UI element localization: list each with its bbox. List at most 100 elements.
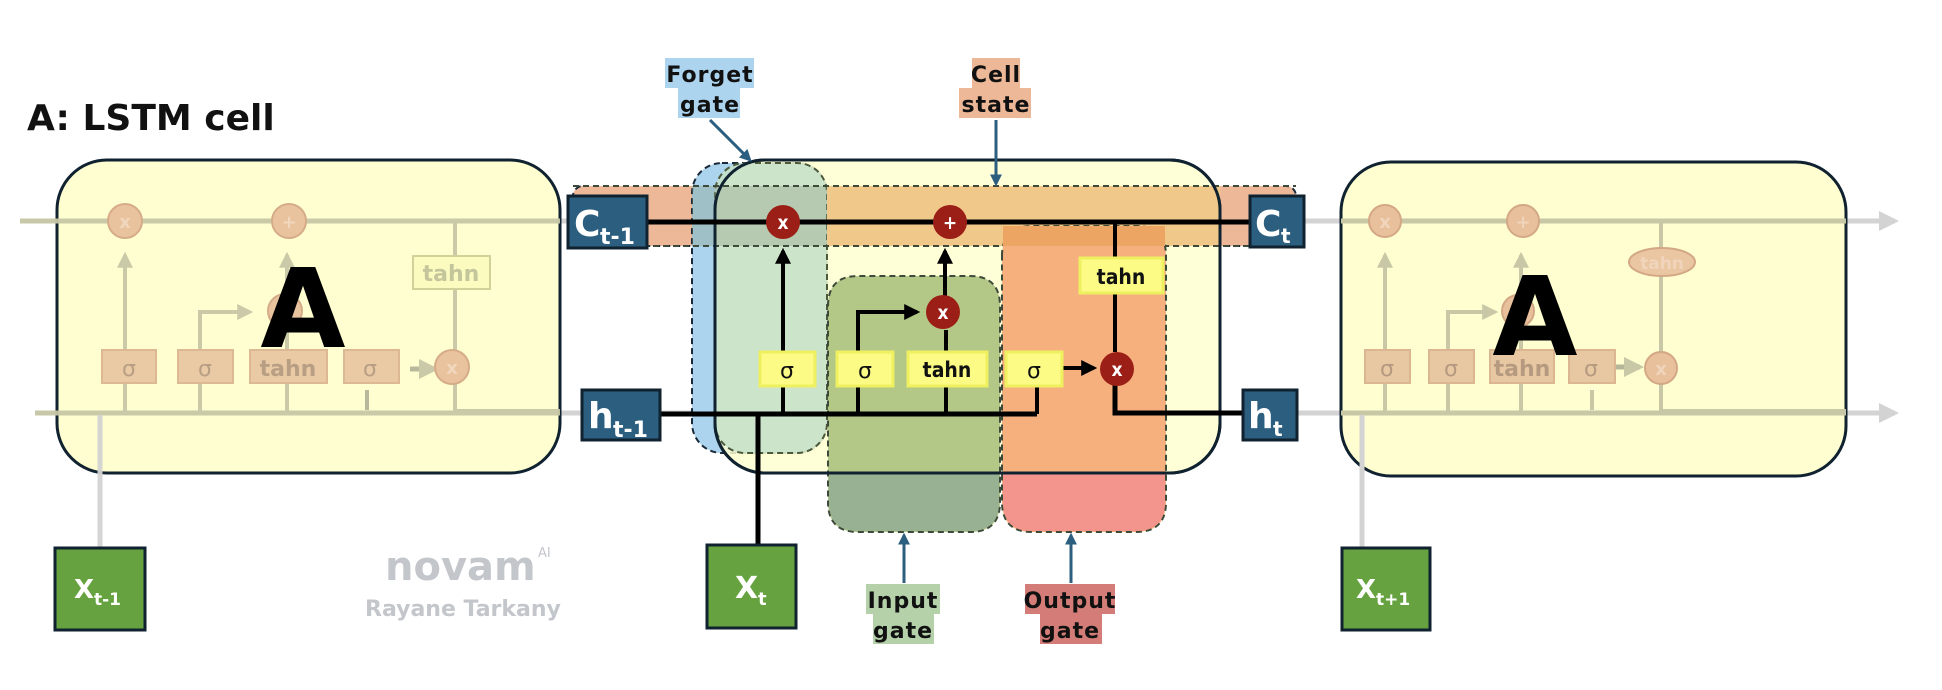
input-x-next: X t+1 <box>1340 546 1432 632</box>
faded-sigma-box <box>1568 349 1616 384</box>
input-sub-label: t-1 <box>94 590 121 610</box>
input-main-label: X <box>735 571 758 606</box>
prev-cell-state-box: C t-1 <box>566 194 649 250</box>
sigmoid-label: σ <box>858 359 872 384</box>
faded-tanh-box <box>412 255 491 290</box>
input-sigmoid: σ <box>835 350 895 388</box>
callout-bg <box>665 58 754 88</box>
multiply-label: x <box>777 212 788 234</box>
sigmoid-label: σ <box>1027 359 1041 384</box>
output-gate-callout: Output gate <box>1024 532 1115 644</box>
output-tanh: tahn <box>1078 256 1165 295</box>
faded-tanh-label: tahn <box>423 262 480 287</box>
faded-add-label: + <box>281 212 296 233</box>
faded-tanh-box <box>249 349 328 384</box>
cell-state-callout: Cell state <box>959 58 1031 187</box>
tanh-box <box>906 350 989 388</box>
faded-mult-label: x <box>1655 359 1667 380</box>
faded-sigma-box <box>1364 349 1411 384</box>
faded-tanh-label: tahn <box>260 357 317 382</box>
cell-state-forget-overlap <box>692 186 827 246</box>
input-box <box>1340 546 1432 632</box>
faded-mult-icon <box>1644 351 1678 385</box>
callout-bg <box>1040 614 1102 644</box>
forget-sigmoid: σ <box>758 350 817 388</box>
input-gate-region-lower <box>829 473 999 531</box>
faded-add-icon <box>271 203 307 239</box>
callout-bg <box>959 88 1031 118</box>
callout-bg <box>972 58 1020 88</box>
multiply-icon <box>1100 352 1134 386</box>
callout-bg <box>1025 584 1115 614</box>
state-sub-label: t-1 <box>600 225 635 250</box>
multiply-label: x <box>1111 359 1122 381</box>
input-box <box>53 546 147 632</box>
callout-line-2: gate <box>1040 619 1100 644</box>
input-gate-callout: Input gate <box>866 532 940 644</box>
sigmoid-box <box>758 350 817 388</box>
callout-line-1: Cell <box>971 63 1021 88</box>
state-box <box>566 194 649 250</box>
callout-bg <box>873 614 934 644</box>
faded-tanh-label: tahn <box>1494 357 1551 382</box>
sigmoid-box <box>835 350 895 388</box>
faded-mult-label: x <box>446 358 458 379</box>
cell-label-a: A <box>260 245 345 373</box>
watermark-author: Rayane Tarkany <box>365 597 561 622</box>
tanh-box <box>1078 256 1165 295</box>
callout-line-2: state <box>962 93 1031 118</box>
faded-tanh-ellipse <box>1628 247 1696 277</box>
faded-sigma-label: σ <box>1380 357 1394 382</box>
input-main-label: X <box>1356 575 1376 605</box>
cell-label-a: A <box>1492 253 1577 381</box>
callout-line-2: gate <box>680 93 740 118</box>
input-box <box>705 543 798 630</box>
cell-body <box>1339 160 1848 478</box>
diagram-title: A: LSTM cell <box>27 98 275 139</box>
state-main-label: h <box>588 396 614 437</box>
callout-bg <box>866 584 940 614</box>
cell-body <box>55 158 562 475</box>
faded-mult-label: x <box>1379 212 1391 233</box>
next-cell-state-box: C t <box>1248 194 1306 249</box>
state-sub-label: t <box>1273 417 1283 441</box>
watermark-brand: novam <box>385 544 536 590</box>
faded-add-label: + <box>1515 212 1530 233</box>
input-gate-region <box>827 275 1001 533</box>
input-x-current: X t <box>705 543 798 630</box>
faded-sigma-label: σ <box>1444 357 1458 382</box>
multiply-label: x <box>937 302 948 324</box>
faded-tanh-box <box>1489 349 1555 384</box>
multiply-icon <box>926 295 960 329</box>
state-box <box>1241 388 1299 442</box>
input-x-prev: X t-1 <box>53 546 147 632</box>
callout-line-1: Input <box>868 589 939 614</box>
faded-mult-icon <box>267 293 303 329</box>
output-sigmoid: σ <box>1004 350 1064 388</box>
input-sub-label: t+1 <box>1376 590 1410 610</box>
output-gate-region-lower <box>1003 473 1165 531</box>
multiply-icon <box>766 205 800 239</box>
prev-hidden-state-box: h t-1 <box>580 388 662 443</box>
next-hidden-state-box: h t <box>1241 388 1299 442</box>
output-gate-region <box>1001 225 1167 533</box>
cell-add-op: + <box>933 205 967 239</box>
output-multiply-op: x <box>1100 352 1134 386</box>
next-lstm-cell: x + x tahn σ σ tahn σ A <box>1339 160 1848 548</box>
state-sub-label: t <box>1281 224 1291 248</box>
input-tanh: tahn <box>906 350 989 388</box>
faded-sigma-box <box>343 349 400 384</box>
forget-gate-callout: Forget gate <box>665 58 754 162</box>
callout-line-2: gate <box>873 619 933 644</box>
faded-add-icon <box>1506 204 1540 238</box>
tanh-label: tahn <box>1097 265 1146 289</box>
faded-sigma-label: σ <box>122 357 136 382</box>
input-main-label: X <box>74 575 94 605</box>
state-main-label: C <box>574 204 600 245</box>
sigmoid-label: σ <box>780 359 794 384</box>
faded-sigma-label: σ <box>1584 357 1598 382</box>
faded-sigma-box <box>101 349 157 384</box>
output-gate-cell-state-overlap <box>1003 226 1165 246</box>
state-main-label: C <box>1255 204 1281 245</box>
